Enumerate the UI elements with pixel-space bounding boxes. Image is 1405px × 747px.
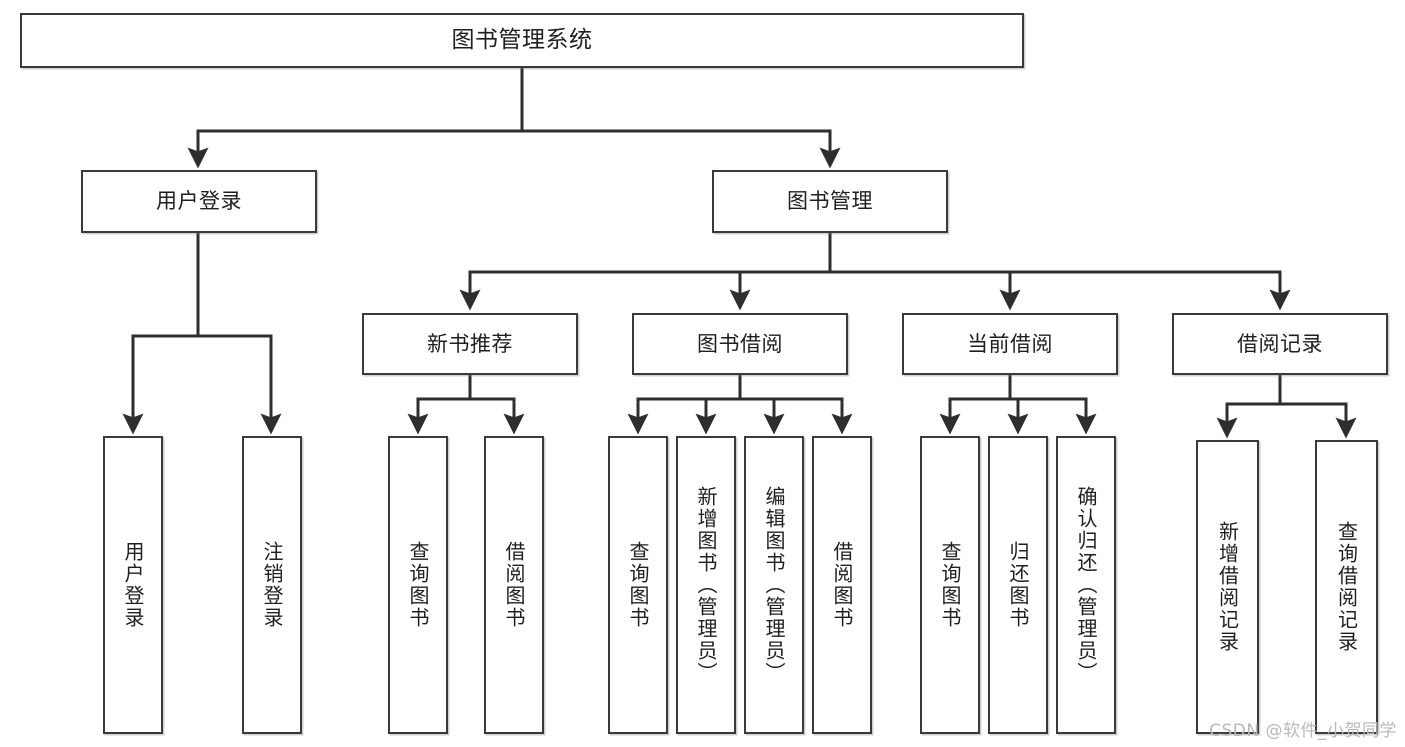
node-label: 查询借阅记录 [1334, 521, 1359, 653]
node-label: 图书管理系统 [451, 27, 593, 54]
node-label: 图书借阅 [697, 331, 783, 356]
node-label: 新书推荐 [427, 331, 513, 356]
node-new-book-recommendation[interactable]: 新书推荐 [362, 313, 578, 375]
node-label: 确认归还（管理员） [1074, 486, 1098, 684]
node-label: 查询图书 [406, 541, 430, 629]
node-leaf-return-book[interactable]: 归还图书 [988, 436, 1048, 734]
node-label: 注销登录 [260, 541, 284, 629]
node-leaf-borrow-book-recommend[interactable]: 借阅图书 [484, 436, 544, 734]
node-leaf-logout[interactable]: 注销登录 [242, 436, 302, 734]
node-label: 当前借阅 [967, 331, 1053, 356]
node-leaf-query-book-recommend[interactable]: 查询图书 [388, 436, 448, 734]
node-current-borrowing[interactable]: 当前借阅 [902, 313, 1118, 375]
node-label: 编辑图书（管理员） [762, 486, 786, 684]
node-label: 用户登录 [156, 189, 242, 214]
node-label: 查询图书 [938, 541, 962, 629]
node-leaf-query-book-current[interactable]: 查询图书 [920, 436, 980, 734]
node-leaf-query-book-borrow[interactable]: 查询图书 [608, 436, 668, 734]
node-book-management[interactable]: 图书管理 [712, 170, 948, 233]
node-label: 新增图书（管理员） [694, 486, 718, 684]
node-label: 借阅记录 [1237, 331, 1323, 356]
node-root-book-management-system[interactable]: 图书管理系统 [20, 13, 1024, 68]
node-label: 归还图书 [1006, 541, 1030, 629]
node-label: 借阅图书 [830, 541, 854, 629]
node-leaf-query-borrow-record[interactable]: 查询借阅记录 [1315, 440, 1378, 734]
node-leaf-add-book-admin[interactable]: 新增图书（管理员） [676, 436, 736, 734]
node-label: 查询图书 [626, 541, 650, 629]
node-label: 用户登录 [121, 541, 145, 629]
node-label: 借阅图书 [502, 541, 526, 629]
node-label: 图书管理 [787, 189, 873, 214]
node-leaf-confirm-return-admin[interactable]: 确认归还（管理员） [1056, 436, 1116, 734]
node-label: 新增借阅记录 [1215, 521, 1240, 653]
node-leaf-add-borrow-record[interactable]: 新增借阅记录 [1196, 440, 1259, 734]
node-leaf-edit-book-admin[interactable]: 编辑图书（管理员） [744, 436, 804, 734]
watermark-text: CSDN @软件_小贺同学 [1209, 721, 1397, 741]
node-leaf-borrow-book[interactable]: 借阅图书 [812, 436, 872, 734]
node-user-login[interactable]: 用户登录 [81, 170, 317, 233]
node-leaf-user-login[interactable]: 用户登录 [103, 436, 163, 734]
node-book-borrowing[interactable]: 图书借阅 [632, 313, 848, 375]
node-borrow-record[interactable]: 借阅记录 [1172, 313, 1388, 375]
